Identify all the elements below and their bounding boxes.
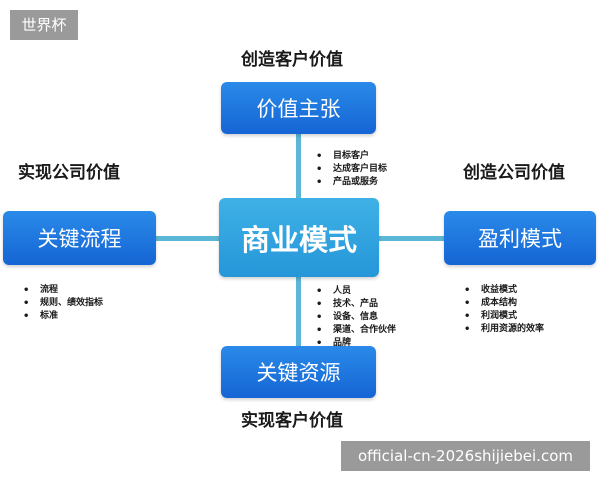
key-process-box: 关键流程 [3, 211, 156, 265]
profit-model-list: 收益模式 成本结构 利润模式 利用资源的效率 [464, 284, 544, 336]
watermark-top-left: 世界杯 [10, 10, 78, 40]
key-process-list: 流程 规则、绩效指标 标准 [23, 284, 103, 323]
list-item: 标准 [23, 310, 103, 323]
create-company-value-label: 创造公司价值 [463, 163, 565, 183]
value-proposition-list: 目标客户 达成客户目标 产品或服务 [316, 150, 387, 189]
list-item: 利润模式 [464, 310, 544, 323]
key-resources-box: 关键资源 [221, 346, 376, 398]
key-process-text: 关键流程 [37, 227, 122, 251]
list-item: 目标客户 [316, 150, 387, 163]
list-item: 达成客户目标 [316, 163, 387, 176]
watermark-bottom-right: official-cn-2026shijiebei.com [341, 441, 590, 471]
list-item: 品牌 [316, 337, 396, 350]
value-proposition-text: 价值主张 [256, 97, 341, 121]
list-item: 流程 [23, 284, 103, 297]
key-resources-text: 关键资源 [256, 361, 341, 385]
list-item: 人员 [316, 285, 396, 298]
business-model-box: 商业模式 [219, 198, 379, 277]
key-resources-list: 人员 技术、产品 设备、信息 渠道、合作伙伴 品牌 [316, 285, 396, 350]
list-item: 技术、产品 [316, 298, 396, 311]
realize-customer-value-label: 实现客户价值 [241, 411, 343, 431]
list-item: 规则、绩效指标 [23, 297, 103, 310]
value-proposition-box: 价值主张 [221, 82, 376, 134]
list-item: 产品或服务 [316, 176, 387, 189]
profit-model-text: 盈利模式 [478, 227, 562, 251]
business-model-text: 商业模式 [240, 222, 357, 257]
realize-company-value-label: 实现公司价值 [18, 163, 120, 183]
list-item: 收益模式 [464, 284, 544, 297]
create-customer-value-label: 创造客户价值 [241, 50, 343, 70]
list-item: 成本结构 [464, 297, 544, 310]
list-item: 利用资源的效率 [464, 323, 544, 336]
profit-model-box: 盈利模式 [444, 211, 596, 265]
list-item: 渠道、合作伙伴 [316, 324, 396, 337]
list-item: 设备、信息 [316, 311, 396, 324]
